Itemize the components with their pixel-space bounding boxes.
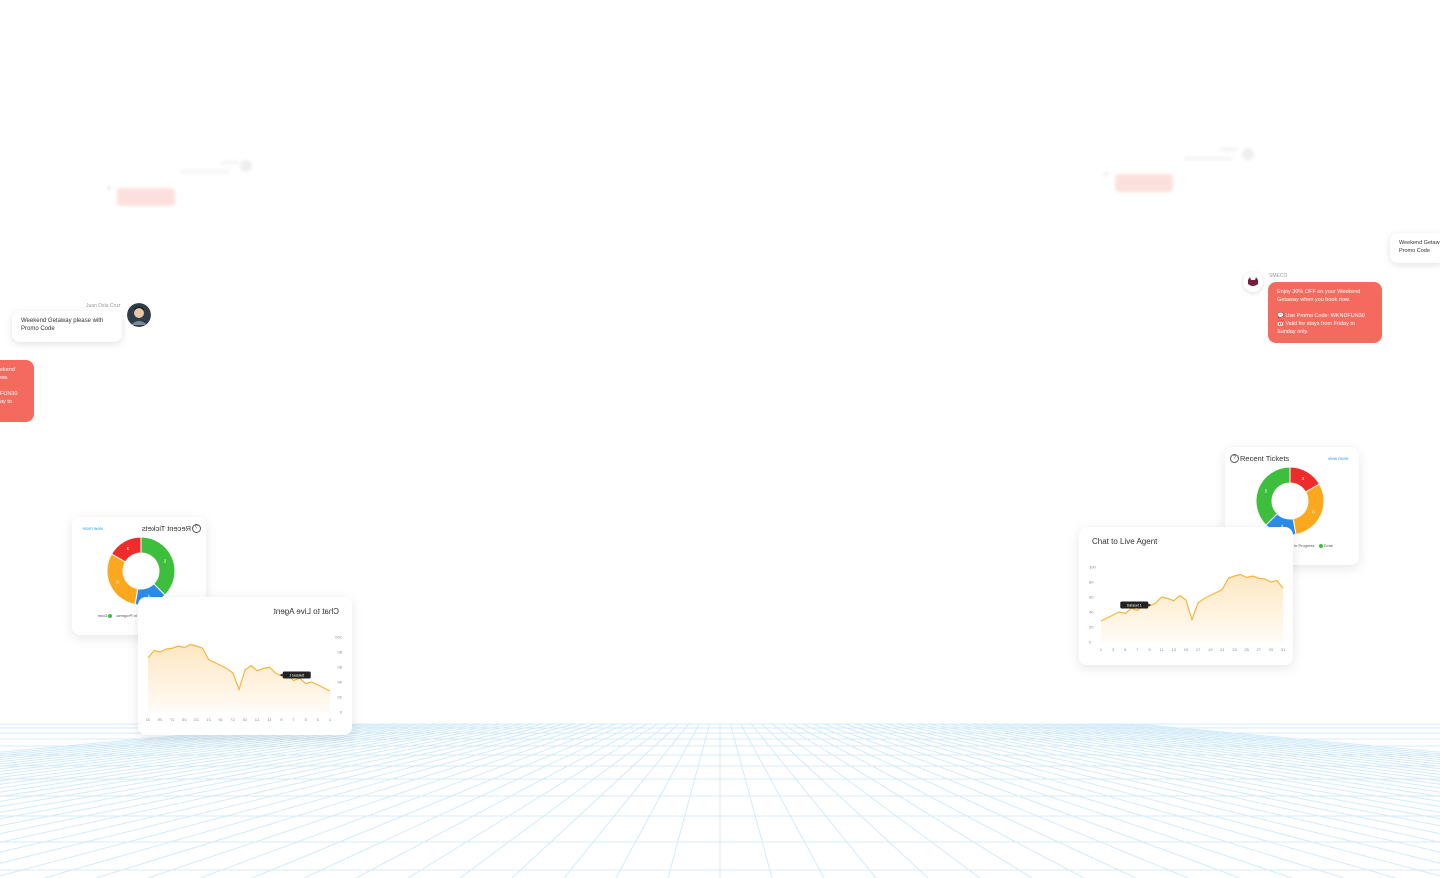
chat-live-agent-title: Chat to Live Agent	[1092, 537, 1158, 546]
x-tick-label: 5	[1124, 647, 1127, 652]
y-tick-label: 20	[337, 695, 342, 700]
donut-segment	[1292, 483, 1325, 536]
chart-tooltip: Dataset 1	[279, 671, 311, 679]
x-tick-label: 27	[1257, 647, 1262, 652]
x-tick-label: 11	[266, 717, 271, 722]
x-tick-label: 7	[292, 717, 295, 722]
x-tick-label: 11	[1160, 647, 1165, 652]
faded-chat-left	[105, 158, 255, 208]
donut-segment-label: 3	[126, 546, 129, 551]
x-tick-label: 25	[181, 717, 186, 722]
live-agent-area-chart: 100806040200135791113151719212325272931D…	[145, 635, 342, 723]
x-tick-label: 31	[1281, 647, 1286, 652]
y-tick-label: 80	[1089, 580, 1094, 585]
user-message-text: Weekend Getaway please with Promo Code	[21, 318, 104, 332]
x-tick-label: 23	[194, 717, 199, 722]
svg-text:Dataset 1: Dataset 1	[1127, 604, 1142, 608]
donut-segment-label: 3	[1302, 476, 1305, 481]
tickets-legend: In Progress Done	[1289, 543, 1333, 548]
y-tick-label: 100	[1089, 565, 1096, 570]
donut-segment-label: 4	[1281, 523, 1284, 528]
x-tick-label: 1	[1100, 647, 1103, 652]
x-tick-label: 13	[1172, 647, 1177, 652]
donut-segment	[1255, 466, 1291, 526]
y-tick-label: 100	[335, 635, 342, 640]
x-tick-label: 15	[1184, 647, 1189, 652]
y-tick-label: 0	[339, 710, 342, 715]
recent-tickets-title: Recent Tickets	[1240, 454, 1290, 463]
bot-message-bubble: Enjoy 30% OFF on your Weekend Getaway wh…	[1268, 282, 1382, 343]
y-tick-label: 80	[337, 650, 342, 655]
x-tick-label: 19	[1208, 647, 1213, 652]
partial-user-bubble-right: Weekend Getaw Promo Code	[1390, 233, 1440, 263]
chat-live-agent-title: Chat to Live Agent	[273, 607, 339, 616]
x-tick-label: 1	[328, 717, 331, 722]
y-tick-label: 60	[1089, 595, 1094, 600]
donut-segment	[106, 553, 139, 606]
x-tick-label: 3	[1112, 647, 1115, 652]
y-tick-label: 0	[1089, 640, 1092, 645]
x-tick-label: 29	[1269, 647, 1274, 652]
x-tick-label: 5	[304, 717, 307, 722]
y-tick-label: 60	[337, 665, 342, 670]
area-fill	[148, 644, 330, 712]
bot-name: SMECO	[1269, 273, 1288, 279]
donut-segment	[140, 536, 176, 596]
x-tick-label: 21	[206, 717, 211, 722]
faded-chat-right	[1102, 145, 1262, 195]
chart-tooltip: Dataset 1	[1120, 601, 1152, 609]
x-tick-label: 25	[1244, 647, 1249, 652]
view-more-link[interactable]: view more	[82, 526, 103, 531]
donut-segment-label: 5	[1265, 489, 1268, 494]
area-fill	[1101, 574, 1283, 642]
help-icon: ?	[1230, 454, 1239, 463]
donut-segment-label: 5	[163, 559, 166, 564]
donut-segment-label: 6	[1312, 509, 1315, 514]
y-tick-label: 20	[1089, 625, 1094, 630]
x-tick-label: 9	[280, 717, 283, 722]
x-tick-label: 3	[316, 717, 319, 722]
partial-bot-bubble-left: ekend ow. FUN30 ay to	[0, 360, 34, 422]
x-tick-label: 21	[1220, 647, 1225, 652]
x-tick-label: 13	[254, 717, 259, 722]
user-avatar	[127, 303, 151, 327]
recent-tickets-title: Recent Tickets	[141, 524, 191, 533]
user-message-bubble: Weekend Getaway please with Promo Code	[12, 311, 122, 342]
x-tick-label: 17	[1196, 647, 1201, 652]
svg-text:Dataset 1: Dataset 1	[289, 674, 304, 678]
view-more-link[interactable]: view more	[1328, 456, 1349, 461]
donut-segment-label: 6	[116, 579, 119, 584]
x-tick-label: 9	[1148, 647, 1151, 652]
y-tick-label: 40	[337, 680, 342, 685]
grid-floor	[0, 723, 1440, 878]
x-tick-label: 29	[157, 717, 162, 722]
x-tick-label: 17	[230, 717, 235, 722]
x-tick-label: 7	[1136, 647, 1139, 652]
x-tick-label: 19	[218, 717, 223, 722]
bot-avatar	[1243, 272, 1263, 292]
y-tick-label: 40	[1089, 610, 1094, 615]
donut-segment-label: 4	[147, 593, 150, 598]
x-tick-label: 31	[145, 717, 150, 722]
help-icon: ?	[192, 524, 201, 533]
tickets-legend: In Progress Done	[98, 613, 142, 618]
x-tick-label: 23	[1232, 647, 1237, 652]
x-tick-label: 15	[242, 717, 247, 722]
x-tick-label: 27	[169, 717, 174, 722]
user-name: Juan Dela Cruz	[86, 303, 121, 309]
